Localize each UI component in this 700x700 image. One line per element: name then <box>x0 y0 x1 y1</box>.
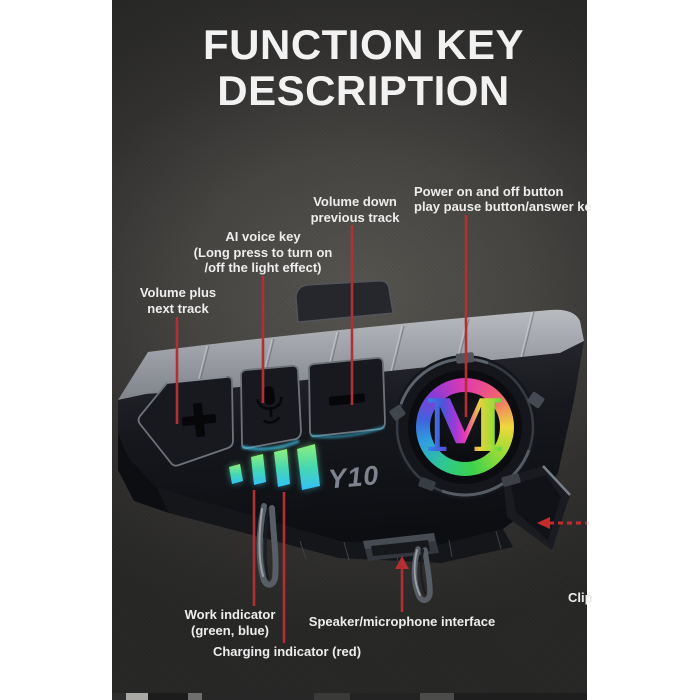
label-ai-voice: AI voice key (Long press to turn on /off… <box>183 229 343 276</box>
label-charging-indicator: Charging indicator (red) <box>187 644 387 660</box>
strip-segment <box>188 693 202 700</box>
strip-segment <box>420 693 454 700</box>
label-volume-down: Volume down previous track <box>290 194 420 225</box>
key-glow <box>310 425 385 439</box>
bottom-strip <box>112 693 587 700</box>
label-line: play pause button/answer ke <box>414 199 592 214</box>
label-line: next track <box>147 300 209 316</box>
page-title: FUNCTION KEY DESCRIPTION <box>140 22 587 114</box>
title-line-1: FUNCTION KEY <box>203 21 524 68</box>
strip-segment <box>314 693 350 700</box>
label-line: (Long press to turn on <box>193 244 333 260</box>
label-line: Volume down <box>313 194 397 209</box>
device-shadow <box>118 433 169 513</box>
clip-prong-right <box>411 546 433 603</box>
plus-icon <box>181 402 217 438</box>
minus-icon <box>328 393 366 406</box>
label-volume-plus: Volume plus next track <box>118 285 238 316</box>
arrow-up-icon <box>395 556 409 569</box>
label-line: /off the light effect) <box>204 260 322 275</box>
volume-plus-button <box>137 375 234 467</box>
mount-slot <box>295 280 394 323</box>
strip-segment <box>126 693 148 700</box>
label-speaker-interface: Speaker/microphone interface <box>302 614 502 630</box>
key-glow <box>241 439 300 451</box>
label-line: Speaker/microphone interface <box>308 614 496 629</box>
label-line: Work indicator <box>184 607 276 622</box>
strip-segment <box>454 693 587 700</box>
strip-segment <box>350 693 420 700</box>
strip-segment <box>202 693 314 700</box>
label-line: AI voice key <box>225 229 301 244</box>
label-line: Power on and off button <box>414 184 564 199</box>
label-line: Clip <box>568 590 593 605</box>
device-underside <box>158 489 513 563</box>
dark-panel: FUNCTION KEY DESCRIPTION <box>112 0 587 693</box>
clip-prong-left <box>256 503 279 588</box>
strip-segment <box>112 693 126 700</box>
arrow-left-icon <box>537 517 587 529</box>
title-line-2: DESCRIPTION <box>217 67 510 114</box>
strip-segment <box>148 693 188 700</box>
label-line: (green, blue) <box>190 622 269 638</box>
label-line: previous track <box>310 209 400 225</box>
led-indicator-bars <box>229 444 320 490</box>
microphone-icon <box>256 386 283 424</box>
callout-lines <box>175 215 587 643</box>
label-line: Volume plus <box>139 285 217 300</box>
label-line: Charging indicator (red) <box>212 644 362 659</box>
label-power: Power on and off button play pause butto… <box>414 184 614 214</box>
label-work-indicator: Work indicator (green, blue) <box>160 607 300 638</box>
model-logo: Y10 <box>327 460 380 494</box>
label-clip: Clip <box>568 590 608 606</box>
